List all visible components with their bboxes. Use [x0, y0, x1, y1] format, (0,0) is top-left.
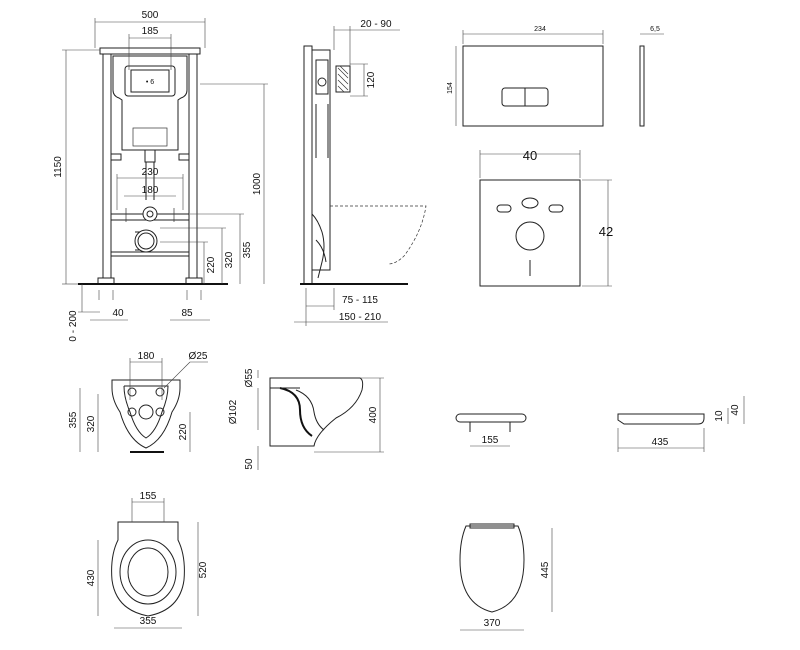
dim-dia25: Ø25: [189, 351, 208, 362]
dim-1150: 1150: [53, 156, 64, 178]
flush-plate-front: 234 154: [447, 26, 604, 127]
dim-234: 234: [534, 26, 546, 33]
bowl-top-view: 155 430 520 355: [86, 491, 209, 629]
dim-435: 435: [652, 437, 669, 448]
dim-500: 500: [142, 10, 159, 21]
dim-180: 180: [142, 185, 159, 196]
dim-445: 445: [540, 561, 551, 578]
dim-40-seat: 40: [730, 404, 741, 416]
dim-400: 400: [368, 406, 379, 423]
dim-180-bowl: 180: [138, 351, 155, 362]
dim-dia102: Ø102: [228, 399, 239, 424]
bowl-front-view: 180 Ø25 355 320 220: [68, 351, 208, 453]
dim-370: 370: [484, 618, 501, 629]
dim-10: 10: [714, 410, 725, 422]
dim-220-bowl: 220: [178, 423, 189, 440]
dim-320-bowl: 320: [86, 415, 97, 432]
dim-85: 85: [181, 308, 193, 319]
dim-0-200: 0 - 200: [68, 310, 79, 342]
dim-185: 185: [142, 26, 159, 37]
dim-355: 355: [242, 241, 253, 258]
dim-20-90: 20 - 90: [360, 19, 392, 30]
dim-dia55: Ø55: [244, 368, 255, 387]
insulation-mat: 40 42: [479, 148, 613, 287]
dim-220: 220: [206, 256, 217, 273]
frame-front-view: • 6 500 185: [53, 10, 268, 342]
dim-120: 120: [366, 71, 377, 88]
dim-50: 50: [244, 458, 255, 470]
dim-40-mat: 40: [523, 148, 537, 163]
dim-520: 520: [198, 561, 209, 578]
dim-42-mat: 42: [599, 224, 613, 239]
svg-text:• 6: • 6: [146, 79, 154, 86]
seat-top-view: 445 370: [459, 523, 553, 631]
frame-side-view: 20 - 90 120 75 - 115 150 - 210: [294, 19, 427, 326]
seat-front-view: 155: [455, 413, 527, 447]
dim-355-bowltop: 355: [140, 616, 157, 627]
dim-150-210: 150 - 210: [339, 312, 382, 323]
dim-154: 154: [447, 82, 454, 94]
dim-155-bowltop: 155: [140, 491, 157, 502]
dim-230: 230: [142, 167, 159, 178]
bowl-side-view: Ø55 Ø102 50 400: [228, 368, 384, 470]
dim-75-115: 75 - 115: [342, 295, 378, 306]
dim-1000: 1000: [252, 172, 263, 195]
dim-320: 320: [224, 251, 235, 268]
dim-6-5: 6,5: [650, 26, 660, 33]
dim-40: 40: [112, 308, 124, 319]
dim-430: 430: [86, 569, 97, 586]
seat-side-view: 435 10 40: [617, 396, 745, 452]
dim-155-seat: 155: [482, 435, 499, 446]
dim-355-bowl: 355: [68, 411, 79, 428]
flush-plate-side: 6,5: [639, 26, 664, 127]
